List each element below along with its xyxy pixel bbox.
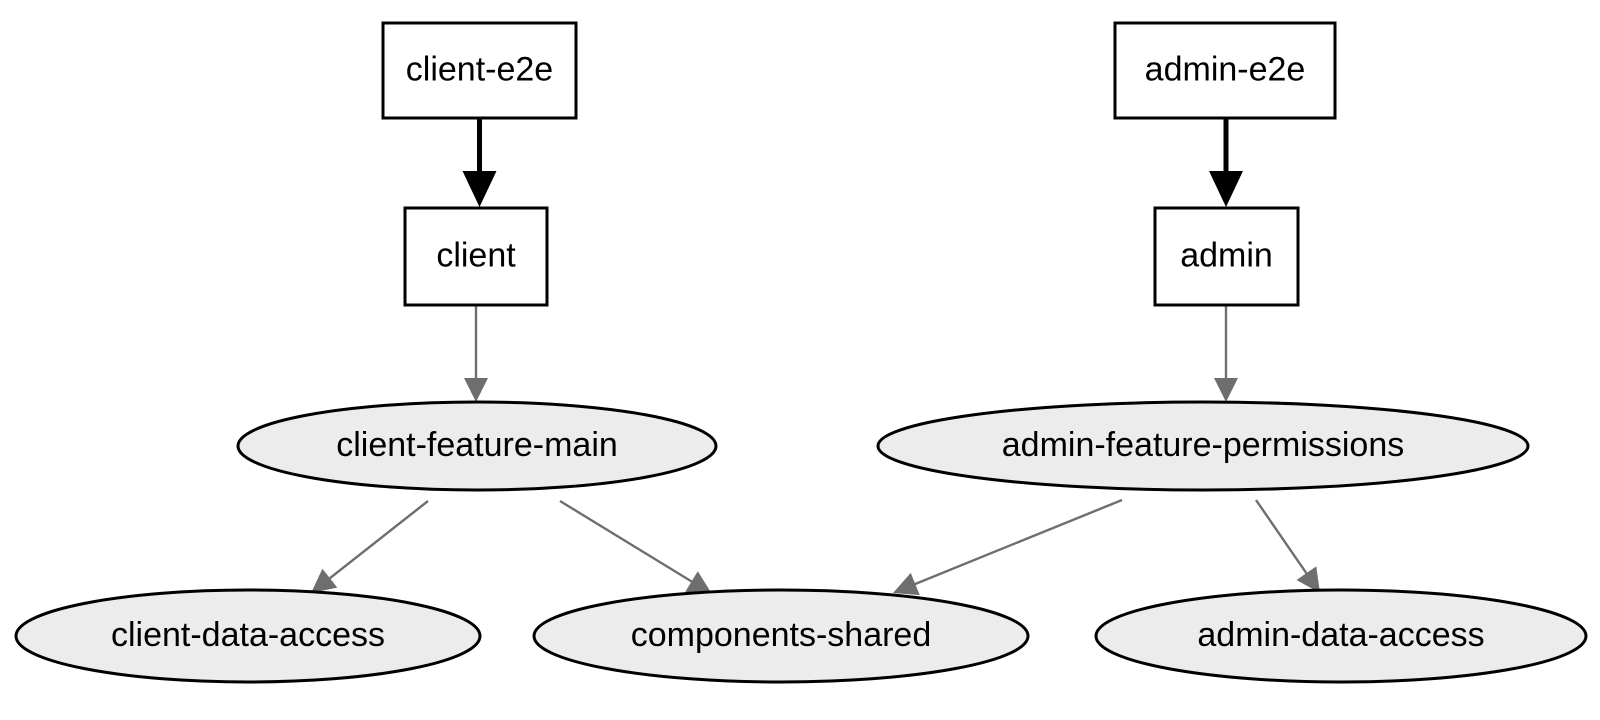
node-label-client-e2e: client-e2e — [406, 50, 553, 88]
node-admin-feature-permissions[interactable]: admin-feature-permissions — [876, 400, 1530, 492]
nodes-layer: client-e2e admin-e2e client admin client-fea… — [14, 21, 1588, 684]
node-client-feature-main[interactable]: client-feature-main — [236, 400, 718, 492]
node-admin-e2e[interactable]: admin-e2e — [1113, 21, 1337, 120]
node-client[interactable]: client — [403, 206, 549, 307]
node-label-admin: admin — [1180, 236, 1273, 274]
node-label-admin-e2e: admin-e2e — [1145, 50, 1306, 88]
node-client-data-access[interactable]: client-data-access — [14, 588, 482, 684]
node-client-e2e[interactable]: client-e2e — [381, 21, 578, 120]
node-label-client: client — [436, 236, 516, 274]
edge-admin-feature-permissions--components-shared — [893, 498, 1123, 596]
edge-client-feature-main--components-shared — [559, 499, 712, 594]
node-admin[interactable]: admin — [1153, 206, 1300, 307]
edge-client-feature-main--client-data-access — [311, 500, 429, 593]
node-admin-data-access[interactable]: admin-data-access — [1094, 588, 1588, 684]
edge-client-e2e--client — [462, 118, 497, 207]
node-label-admin-data-access: admin-data-access — [1197, 616, 1484, 654]
node-label-client-feature-main: client-feature-main — [336, 426, 618, 464]
node-label-client-data-access: client-data-access — [111, 616, 385, 654]
edge-admin-e2e--admin — [1209, 118, 1243, 207]
node-label-components-shared: components-shared — [631, 616, 932, 654]
edges-layer — [311, 118, 1320, 596]
node-components-shared[interactable]: components-shared — [532, 588, 1030, 684]
edge-client--client-feature-main — [464, 305, 488, 402]
edge-admin--admin-feature-permissions — [1214, 305, 1238, 402]
node-label-admin-feature-permissions: admin-feature-permissions — [1002, 426, 1405, 464]
edge-admin-feature-permissions--admin-data-access — [1255, 499, 1320, 593]
